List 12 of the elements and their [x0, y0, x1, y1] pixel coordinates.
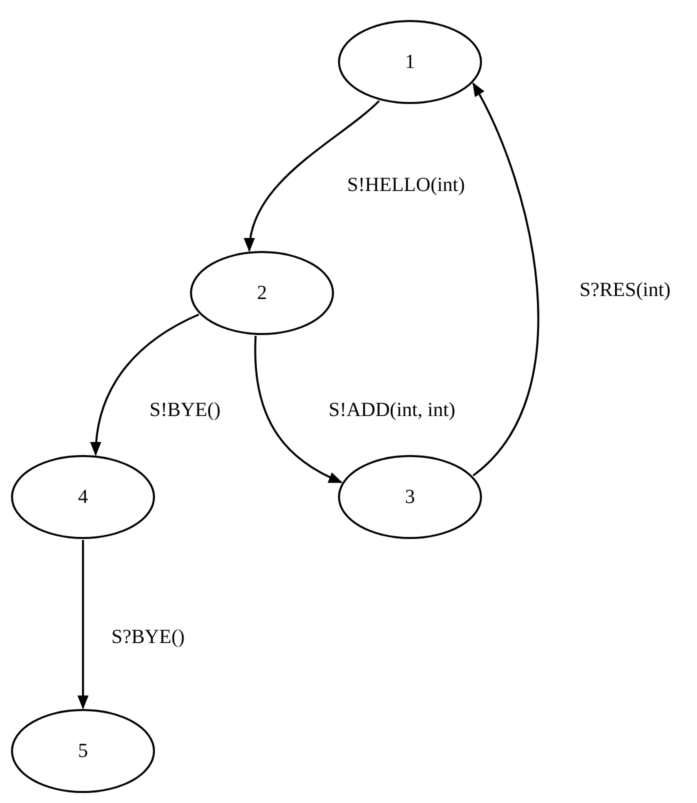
arrow — [77, 540, 89, 710]
edge-label: S!ADD(int, int) — [326, 399, 458, 421]
state-label: 4 — [78, 485, 88, 510]
state-label: 3 — [405, 485, 415, 510]
edge-label: S!HELLO(int) — [345, 174, 467, 196]
arrow — [254, 336, 343, 484]
arrow — [90, 314, 200, 456]
arrow — [245, 100, 380, 252]
arrow — [472, 82, 540, 476]
state-label: 5 — [78, 739, 88, 764]
state-label: 2 — [257, 281, 267, 306]
state-label: 1 — [405, 50, 415, 75]
